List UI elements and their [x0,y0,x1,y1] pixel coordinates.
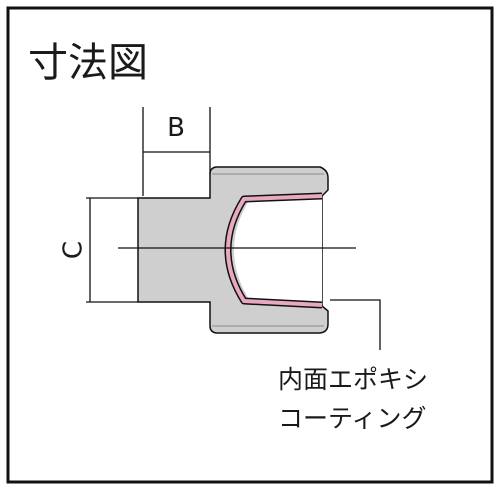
epoxy-coating [226,194,323,307]
page-title: 寸法図 [28,40,148,86]
inner-bore [234,196,322,305]
callout-line-1: 内面エポキシ [278,365,428,394]
dimension-label-b: B [167,113,185,143]
callout-leader [330,299,381,350]
callout-line-2: コーティング [278,404,427,433]
dimension-label-c: C [59,241,89,259]
